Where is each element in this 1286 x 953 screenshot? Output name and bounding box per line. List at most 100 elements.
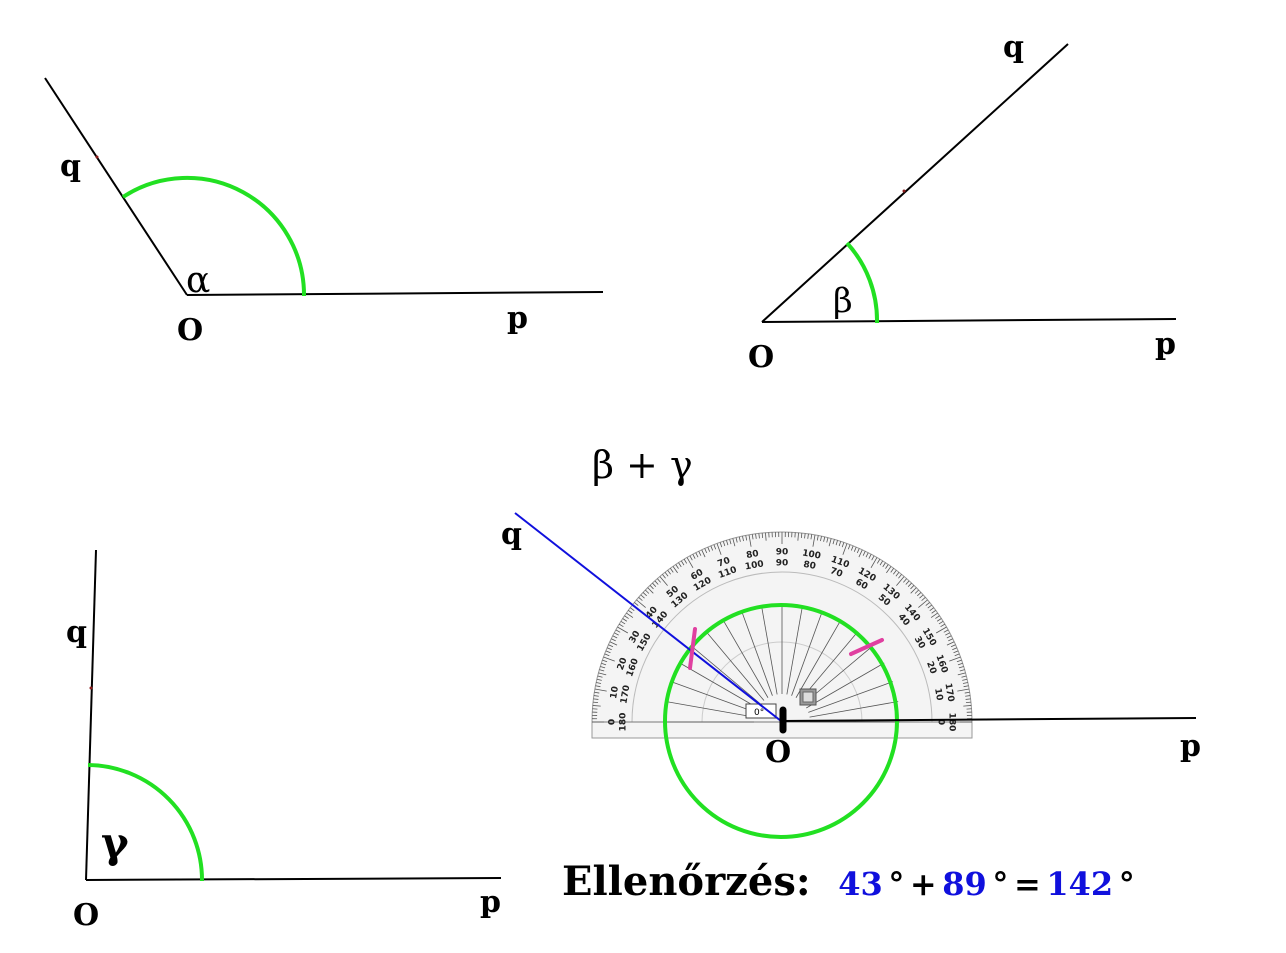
protractor-tick [603, 656, 615, 662]
protractor-tick [628, 609, 633, 614]
protractor-tick [636, 599, 646, 608]
protractor-tick [862, 551, 866, 556]
protractor-tick [765, 532, 767, 541]
protractor-tick [596, 682, 602, 684]
protractor-tick [738, 536, 741, 542]
protractor-tick [925, 602, 930, 606]
protractor-tick [716, 543, 722, 555]
protractor-tick [826, 537, 829, 543]
protractor-ticks [592, 532, 972, 723]
protractor-tick [914, 589, 919, 594]
check-label: Ellenőrzés: [562, 858, 811, 905]
beta-arc [845, 241, 880, 324]
protractor-inner-label: 10 [932, 687, 944, 701]
protractor-tick [938, 620, 944, 625]
protractor-tick [865, 552, 869, 558]
protractor-spoke [786, 605, 803, 695]
beta-ray-q-label: q [1003, 30, 1024, 65]
alpha-ray-q [44, 77, 188, 296]
check-equals: = [1014, 865, 1041, 903]
protractor-tick [645, 589, 650, 594]
protractor-tick [931, 609, 936, 614]
protractor-tick [659, 576, 668, 586]
protractor-tick [879, 560, 884, 566]
protractor-tick [594, 688, 607, 692]
protractor-spoke [665, 701, 755, 718]
protractor-tick [755, 533, 757, 539]
protractor-tick [592, 705, 601, 707]
protractor-tick [745, 535, 748, 541]
protractor-spoke [741, 610, 773, 696]
protractor-tick [664, 572, 669, 577]
protractor-tick [850, 545, 854, 551]
gamma-symbol: γ [101, 818, 129, 867]
protractor-tick [649, 585, 654, 590]
protractor-tick [729, 539, 732, 545]
protractor-outer-label: 170 [942, 682, 955, 702]
protractor-tick [678, 562, 682, 568]
protractor-tick [868, 554, 872, 559]
protractor-tick [642, 592, 647, 597]
protractor-tick [820, 536, 822, 542]
protractor-tick [823, 536, 826, 542]
protractor-tick [594, 691, 600, 694]
gamma-arc [87, 763, 205, 882]
protractor-inner-label: 90 [776, 559, 789, 569]
protractor-tick [918, 599, 928, 608]
protractor-tick [606, 647, 612, 651]
protractor-tick [695, 552, 699, 558]
alpha-ray-q-label: q [60, 149, 81, 184]
protractor-tick [882, 562, 886, 568]
protractor-tick [910, 587, 917, 594]
protractor-tick [692, 554, 696, 559]
protractor-outer-label: 80 [746, 549, 760, 561]
protractor-tick [964, 691, 970, 694]
protractor-spoke [705, 631, 765, 701]
protractor-inner-label: 100 [744, 559, 764, 572]
protractor-tick [618, 623, 624, 628]
protractor-outer-label: 20 [616, 656, 630, 671]
protractor-tick [722, 541, 726, 547]
protractor-tick [893, 570, 897, 575]
protractor-tick [835, 540, 838, 546]
protractor-tick [617, 626, 629, 634]
protractor-tick [963, 705, 972, 707]
protractor-tick [940, 623, 946, 628]
protractor-tick [936, 618, 942, 622]
protractor-tick [598, 672, 607, 676]
protractor-tick [952, 647, 958, 651]
protractor-tick [858, 549, 863, 558]
gamma-point-marker [89, 686, 93, 690]
beta-ray-p-label: p [1155, 327, 1176, 362]
protractor-tick [719, 542, 723, 548]
protractor-tick [885, 564, 889, 569]
protractor-tick [965, 695, 971, 697]
alpha-symbol: α [186, 260, 210, 301]
protractor-tick [707, 546, 711, 552]
check-degree-3: ° [1119, 865, 1135, 903]
alpha-arc [121, 175, 307, 297]
mark-gamma [688, 627, 697, 670]
protractor-spoke [691, 645, 761, 705]
protractor-tick [647, 587, 654, 594]
protractor-outer-label: 0 [608, 719, 618, 725]
protractor-tick [609, 641, 618, 646]
check-value-a: 43 [838, 865, 883, 903]
protractor-tick [838, 541, 842, 547]
protractor-tick [853, 546, 857, 552]
protractor-spoke [806, 662, 885, 709]
protractor-tick [726, 540, 729, 546]
sum-ray-q-label: q [501, 517, 522, 552]
protractor-tick [638, 597, 643, 601]
protractor-tick [657, 578, 661, 583]
protractor-tick [959, 669, 965, 672]
protractor-spoke [809, 701, 899, 718]
protractor-tick [905, 580, 910, 585]
protractor-tick [965, 701, 972, 704]
check-line: Ellenőrzés: 43 ° + 89 ° = 142 ° [562, 858, 1135, 905]
protractor-tick [599, 669, 605, 672]
check-value-b: 89 [942, 865, 987, 903]
